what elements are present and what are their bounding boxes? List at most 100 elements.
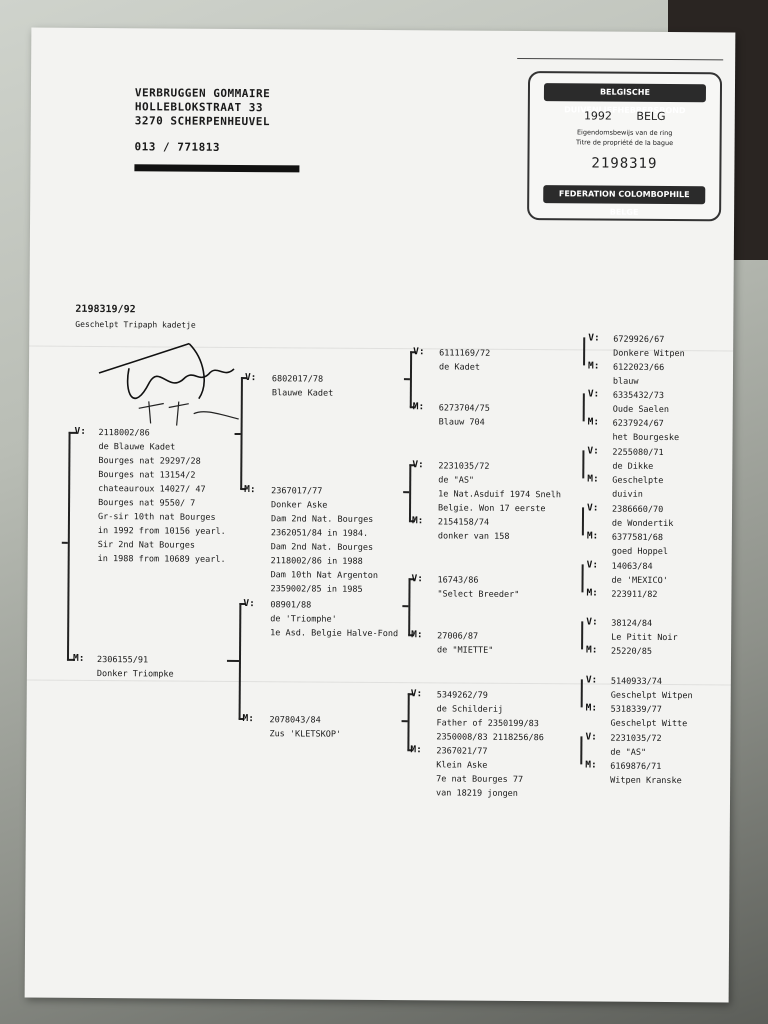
gen4-label: M:	[587, 416, 600, 428]
stamp-text-nl: Eigendomsbewijs van de ring	[576, 128, 673, 138]
gen4-ring: 14063/84	[611, 561, 653, 572]
gen3-label: M:	[411, 515, 424, 527]
ring-certificate-stamp: BELGISCHE DUIVENLIEFHEBBERSBOND 1992 BEL…	[527, 71, 723, 222]
gen1-father-line: Bourges nat 9550/ 7	[98, 498, 196, 509]
stamp-year: 1992	[583, 109, 613, 123]
gen2-line: Zus 'KLETSKOP'	[269, 729, 342, 740]
pedigree-document: VERBRUGGEN GOMMAIRE HOLLEBLOKSTRAAT 33 3…	[24, 27, 736, 1003]
gen3-label: M:	[412, 401, 425, 413]
tree-line	[581, 621, 584, 650]
tree-line	[407, 693, 410, 751]
gen4-line: goed Hoppel	[611, 546, 669, 558]
tree-line	[409, 351, 413, 408]
owner-name: VERBRUGGEN GOMMAIRE	[134, 86, 271, 101]
gen4-label: M:	[586, 587, 598, 599]
tree-line	[403, 491, 410, 494]
gen3-label: V:	[410, 688, 423, 700]
tree-line	[581, 507, 585, 536]
gen2-line: Blauwe Kadet	[271, 388, 334, 399]
gen4-label: M:	[586, 644, 598, 656]
tree-line	[583, 337, 586, 366]
gen4-line: Geschelpt Witte	[610, 718, 688, 730]
gen3-line: 2350008/83 2118256/86	[436, 732, 544, 744]
gen4-ring: 223911/82	[611, 589, 658, 600]
gen4-label: V:	[585, 731, 597, 743]
gen3-ring: 27006/87	[437, 631, 479, 642]
gen4-label: V:	[587, 388, 600, 400]
tree-line	[238, 603, 242, 720]
gen1-mother-line: Donker Triompke	[96, 669, 174, 680]
gen2-ring: 08901/88	[270, 600, 312, 611]
gen3-label: M:	[411, 629, 423, 641]
gen2-ring: 6802017/78	[271, 374, 324, 385]
gen4-ring: 6169876/71	[610, 761, 662, 772]
gen3-line: 1e Nat.Asduif 1974 Snelh	[438, 489, 562, 501]
gen4-line: duivin	[612, 489, 643, 500]
gen3-ring: 16743/86	[437, 575, 479, 586]
gen2-line: 2359002/85 in 1985	[270, 584, 363, 595]
gen4-label: V:	[588, 332, 600, 344]
gen4-label: M:	[585, 759, 597, 771]
gen1-father-line: Gr-sir 10th nat Bourges	[97, 512, 216, 523]
gen4-line: het Bourgeske	[612, 432, 680, 444]
gen3-line: donker van 158	[437, 531, 510, 542]
gen4-label: V:	[587, 445, 599, 457]
gen4-ring: 2231035/72	[610, 733, 662, 744]
gen3-ring: 6273704/75	[438, 403, 490, 414]
tree-line	[61, 541, 68, 544]
tree-line	[408, 578, 411, 636]
gen1-father-line: de Blauwe Kadet	[98, 442, 176, 453]
gen2-ring: 2367017/77	[271, 486, 323, 497]
gen4-ring: 6335432/73	[612, 390, 665, 401]
stamp-bottom-band: FEDERATION COLOMBOPHILE BELGE	[543, 185, 706, 217]
tree-line	[226, 659, 239, 663]
gen3-ring: 2154158/74	[437, 517, 490, 528]
gen4-line: de Dikke	[612, 461, 654, 472]
gen3-line: Blauw 704	[438, 417, 485, 428]
tree-line	[408, 464, 412, 522]
gen4-line: de Wondertik	[611, 518, 674, 530]
gen2-ring: 2078043/84	[269, 715, 321, 726]
tree-line	[582, 393, 585, 422]
gen2-label: V:	[244, 372, 257, 384]
gen1-mother-ring: 2306155/91	[96, 655, 149, 666]
gen4-line: Le Pitit Noir	[611, 632, 678, 644]
gen4-label: V:	[585, 674, 598, 686]
gen3-line: Father of 2350199/83	[436, 718, 539, 730]
gen3-line: Belgie. Won 17 eerste	[438, 503, 546, 515]
gen2-label: M:	[244, 484, 256, 496]
tree-line	[580, 679, 583, 708]
gen3-line: de "AS"	[438, 475, 475, 486]
gen2-line: 2118002/86 in 1988	[270, 556, 363, 567]
subject-ring: 2198319/92	[75, 303, 136, 316]
owner-street: HOLLEBLOKSTRAAT 33	[134, 100, 264, 115]
gen1-father-line: chateauroux 14027/ 47	[98, 484, 206, 495]
gen1-father-ring: 2118002/86	[98, 428, 150, 439]
gen3-label: V:	[413, 346, 425, 358]
signature	[98, 342, 239, 426]
gen2-line: Dam 2nd Nat. Bourges	[270, 542, 374, 553]
gen4-label: M:	[585, 702, 598, 714]
gen3-ring: 2367021/77	[436, 746, 488, 757]
gen4-label: M:	[587, 473, 599, 485]
tree-line	[403, 378, 410, 381]
gen4-line: de "AS"	[610, 747, 647, 758]
gen3-ring: 5349262/79	[436, 690, 488, 701]
gen4-ring: 6377581/68	[611, 532, 664, 543]
gen4-ring: 2255080/71	[612, 447, 664, 458]
gen3-line: "Select Breeder"	[437, 589, 520, 600]
gen4-ring: 5318339/77	[610, 704, 662, 715]
gen3-ring: 2231035/72	[438, 461, 490, 472]
gen1-father-line: in 1992 from 10156 yearl.	[97, 526, 226, 537]
gen4-ring: 6122023/66	[612, 362, 665, 373]
stamp-top-band: BELGISCHE DUIVENLIEFHEBBERSBOND	[543, 83, 707, 115]
header-rule	[134, 164, 300, 173]
gen3-line: van 18219 jongen	[436, 788, 518, 799]
stamp-ring-number: 2198319	[591, 155, 658, 172]
stamp-rule	[517, 57, 724, 61]
tree-line	[401, 720, 408, 723]
gen2-line: Dam 10th Nat Argenton	[270, 570, 379, 581]
gen4-ring: 38124/84	[611, 618, 653, 629]
gen3-line: 7e nat Bourges 77	[436, 774, 524, 786]
gen2-label: V:	[243, 598, 255, 610]
